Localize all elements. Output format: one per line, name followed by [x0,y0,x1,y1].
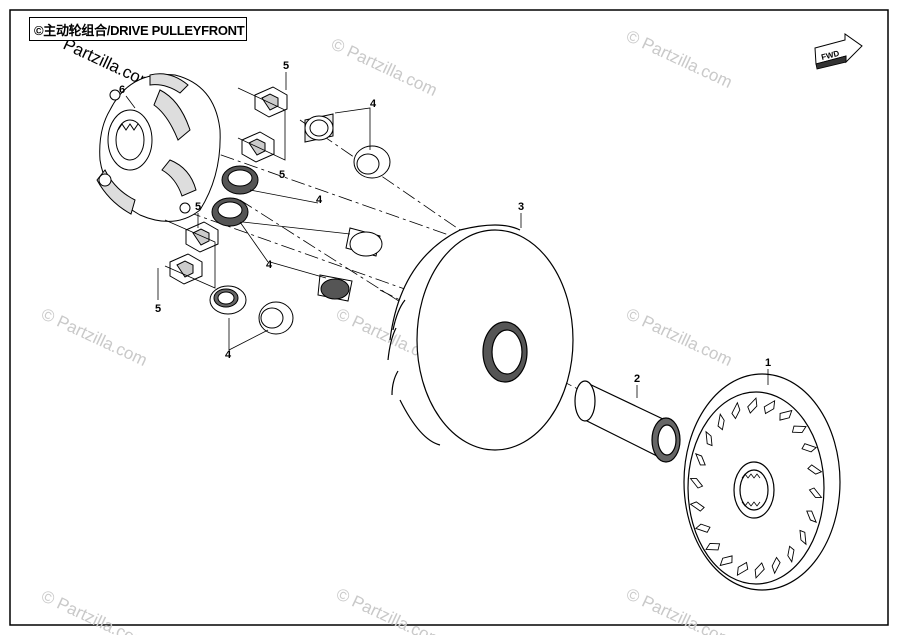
fin-mark [763,399,776,415]
callout-6-leader [125,95,136,109]
callout-3: 3 [518,201,524,213]
title-label: 主动轮组合/DRIVE PULLEYFRONT [43,22,245,38]
part-4-roller-3 [221,165,259,195]
part-1-fins [689,397,823,579]
part-1-fixed-sheave [683,373,841,591]
fin-mark [787,545,795,563]
fin-mark [808,487,823,498]
part-3-movable-sheave [387,224,574,451]
page-border [9,9,889,626]
callout-5b: 5 [279,169,285,181]
copyright-symbol: © [34,22,44,38]
watermark: © Partzilla.com [623,304,735,370]
callout-5c: 5 [195,201,201,213]
watermark: © Partzilla.com [38,586,150,635]
callout-4c: 4 [266,259,273,271]
callout-5d: 5 [155,303,161,315]
fin-mark [801,443,818,453]
part-5-slider-bottom [169,253,203,285]
watermark: © Partzilla.com [38,304,150,370]
page-title: ©主动轮组合/DRIVE PULLEYFRONT [30,20,245,39]
fin-mark [719,555,733,567]
callout-4b: 4 [316,194,323,206]
part-4-roller-8 [258,301,294,335]
callout-numbers: 1 2 3 4 4 4 4 5 5 5 5 6 [119,60,771,398]
fin-mark [705,542,721,551]
title-box: ©主动轮组合/DRIVE PULLEYFRONT [29,17,247,41]
fin-mark [771,556,781,575]
watermark: © Partzilla.com [333,584,445,635]
callout-4a: 4 [370,98,377,110]
part-2-sleeve [574,380,681,463]
fin-mark [717,413,725,431]
fin-mark [736,561,749,577]
part-4-roller-4 [211,197,249,227]
fin-mark [689,478,704,489]
fin-mark [747,397,758,414]
fin-mark [731,401,741,420]
fin-mark [705,430,713,447]
fin-mark [694,523,711,533]
watermark: © Partzilla.com [328,34,440,100]
fin-mark [791,425,807,434]
fin-mark [779,409,793,421]
fin-mark [799,529,807,546]
part-5-slider-top [254,86,288,118]
callout-6: 6 [119,84,125,96]
part-4-roller-1 [304,113,334,143]
fin-mark [807,464,823,475]
callout-5a: 5 [283,60,289,72]
part-5-leader-brackets [164,87,286,289]
fin-mark [754,562,765,579]
part-6-ramp-plate [96,73,221,222]
callout-4d: 4 [225,349,232,361]
part-4-roller-5 [345,227,383,257]
part-4-roller-2 [353,145,391,179]
part-5-slider-lower [185,221,219,253]
fin-mark [689,501,705,512]
fin-mark [695,452,706,466]
part-4-roller-7 [209,285,247,315]
callout-1: 1 [765,357,771,369]
watermark: © Partzilla.com [623,584,735,635]
part-4-leader-lines [228,107,371,351]
watermark: © Partzilla.com [623,26,735,92]
fin-mark [806,510,817,524]
part-4-roller-6 [317,274,353,302]
callout-2: 2 [634,373,640,385]
fwd-arrow-icon: FWD [814,33,863,70]
fwd-label: FWD [820,49,840,62]
